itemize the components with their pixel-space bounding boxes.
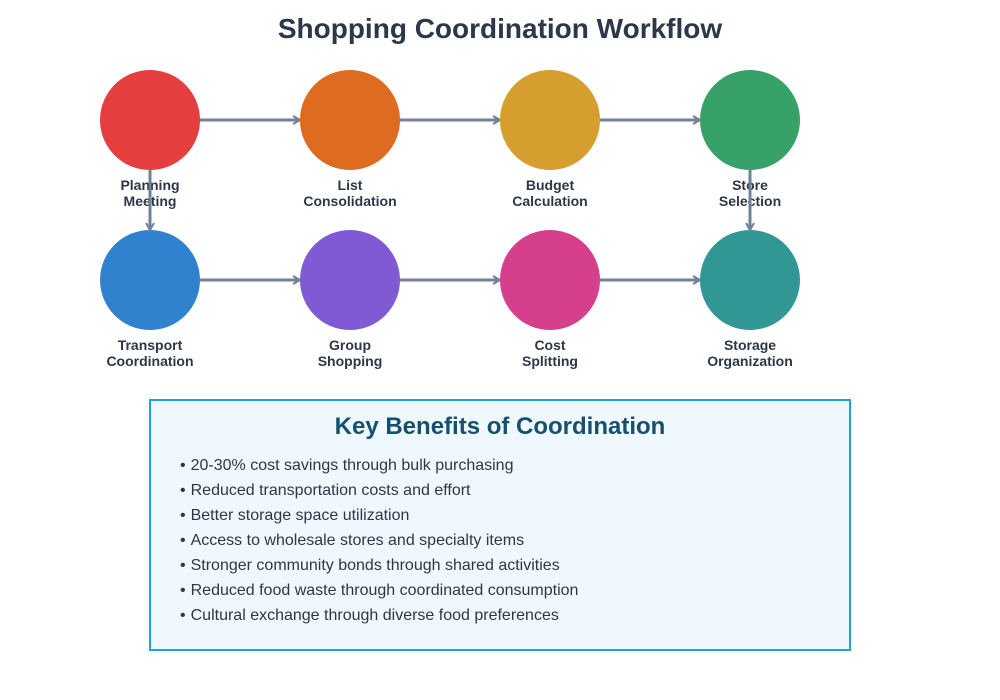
- node-list-consolidation: [300, 70, 400, 170]
- node-storage-organization: [700, 230, 800, 330]
- label-cost-splitting: Cost Splitting: [522, 337, 578, 369]
- page-title: Shopping Coordination Workflow: [277, 13, 723, 44]
- node-budget-calculation: [500, 70, 600, 170]
- label-budget-calculation: Budget Calculation: [512, 177, 588, 209]
- benefit-item: Reduced transportation costs and effort: [180, 481, 578, 506]
- benefit-item: Stronger community bonds through shared …: [180, 556, 578, 581]
- benefits-title: Key Benefits of Coordination: [334, 413, 666, 440]
- node-cost-splitting: [500, 230, 600, 330]
- benefit-item: Access to wholesale stores and specialty…: [180, 531, 578, 556]
- label-storage-organization: Storage Organization: [707, 337, 793, 369]
- benefit-item: Reduced food waste through coordinated c…: [180, 581, 579, 606]
- benefits-list: 20-30% cost savings through bulk purchas…: [180, 456, 579, 631]
- label-group-shopping: Group Shopping: [317, 337, 383, 369]
- node-transport-coordination: [100, 230, 200, 330]
- label-list-consolidation: List Consolidation: [303, 177, 397, 209]
- benefit-item: Cultural exchange through diverse food p…: [180, 606, 578, 631]
- label-transport-coordination: Transport Coordination: [106, 337, 194, 369]
- node-store-selection: [700, 70, 800, 170]
- benefit-item: 20-30% cost savings through bulk purchas…: [180, 456, 578, 481]
- node-planning-meeting: [100, 70, 200, 170]
- benefit-item: Better storage space utilization: [180, 506, 578, 531]
- workflow-connectors: [200, 0, 1000, 400]
- benefits-panel: Key Benefits of Coordination 20-30% cost…: [149, 399, 851, 651]
- label-planning-meeting: Planning Meeting: [120, 177, 180, 209]
- node-group-shopping: [300, 230, 400, 330]
- label-store-selection: Store Selection: [718, 177, 782, 209]
